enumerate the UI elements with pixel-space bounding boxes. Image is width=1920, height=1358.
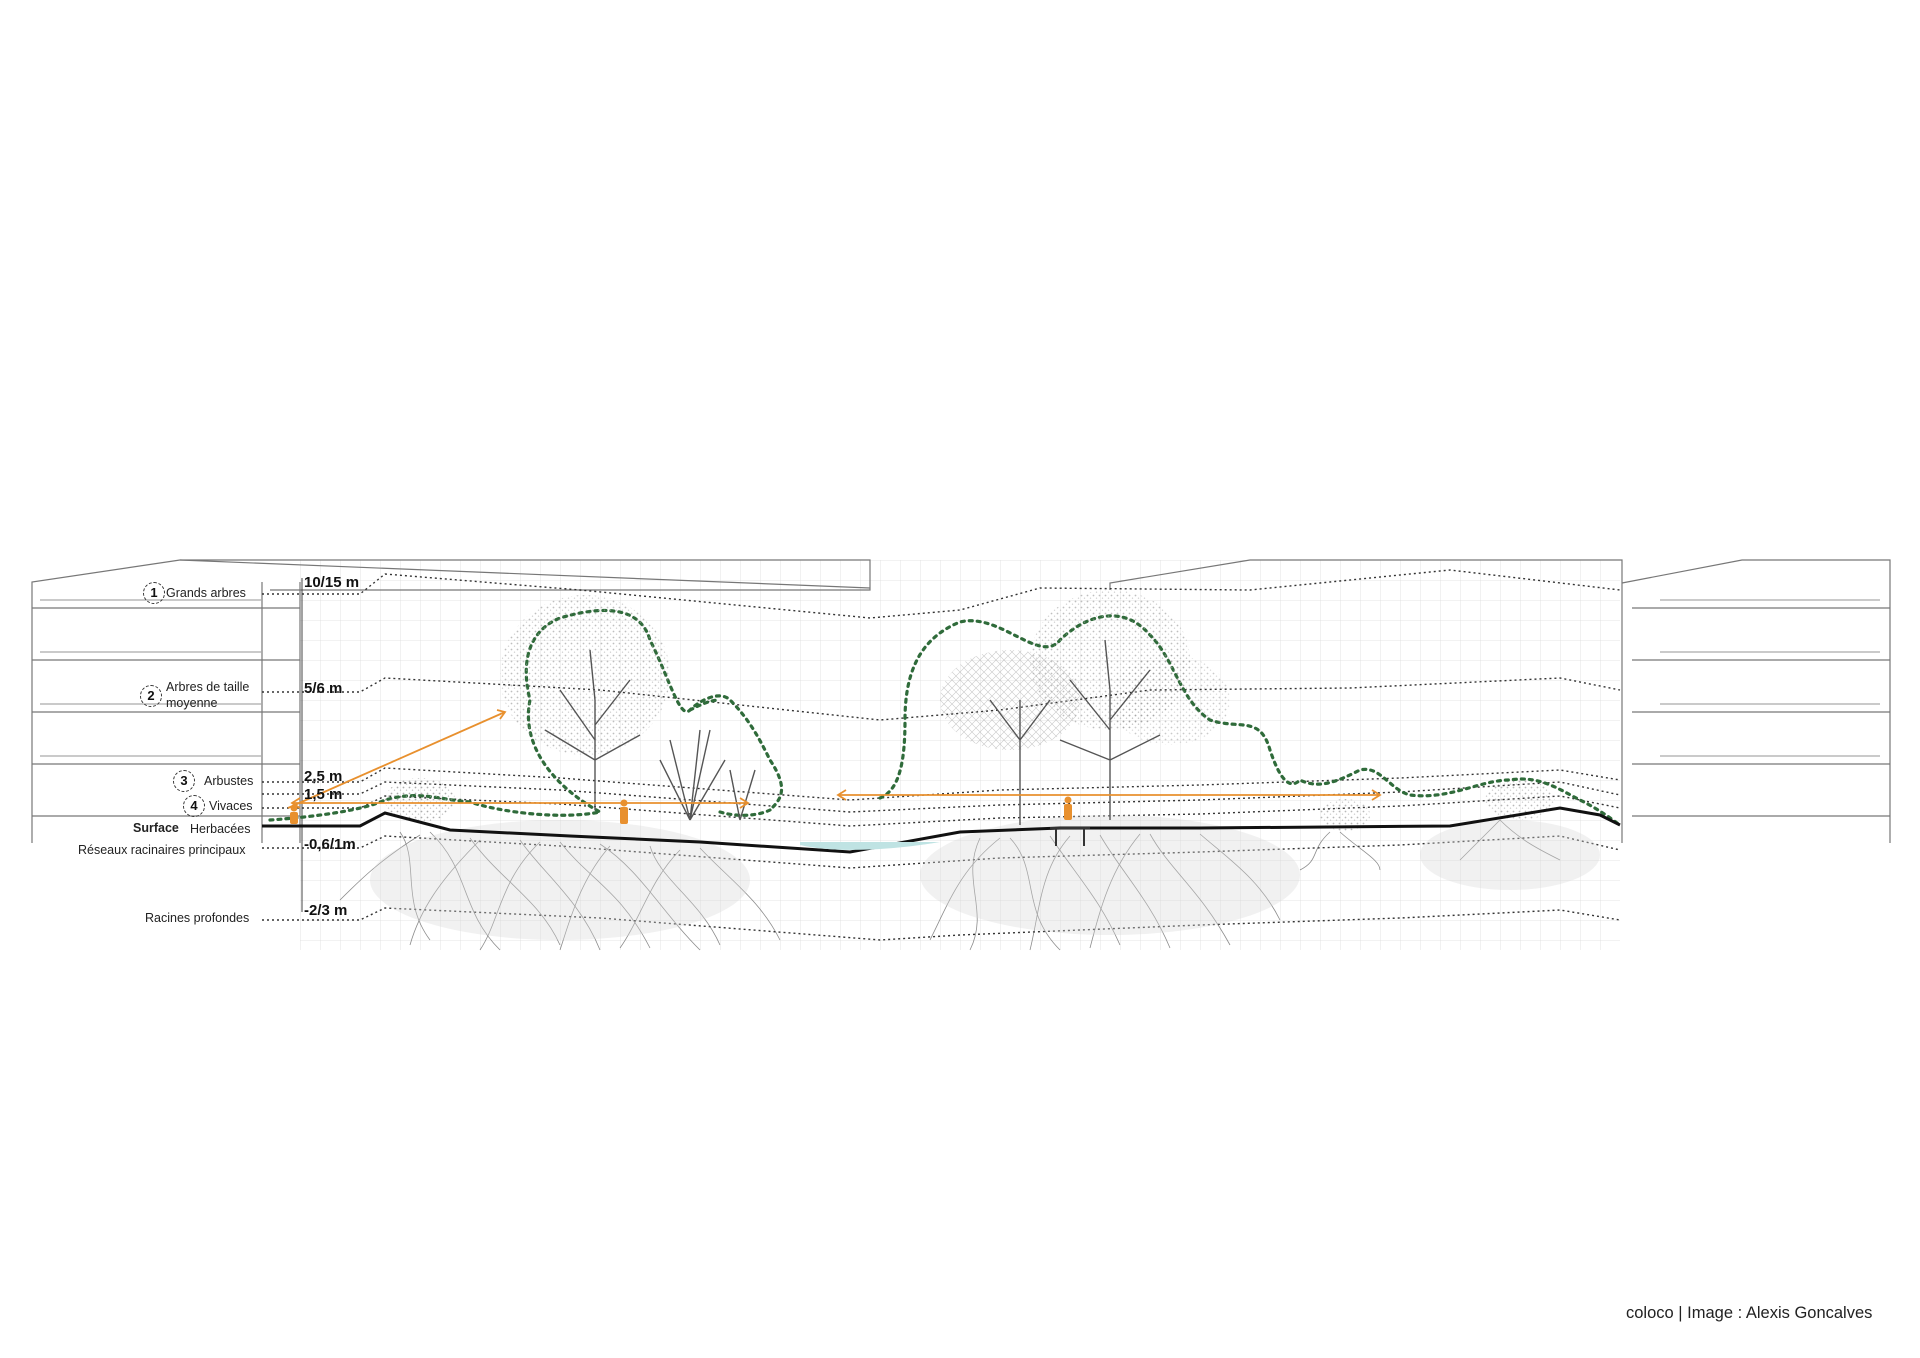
bench-icon — [1050, 827, 1090, 846]
level-label-2-line1: Arbres de taille — [166, 680, 250, 694]
tree-trunks — [544, 639, 1161, 825]
surface-label: Surface — [133, 821, 179, 835]
level-label-2-line2: moyenne — [166, 696, 218, 710]
circulation-arrows — [287, 709, 1382, 809]
level-label-4: Vivaces — [209, 799, 253, 813]
roots-depth-1: -0,6/1m — [304, 836, 356, 853]
root-systems — [339, 819, 1561, 951]
surface-sublabel: Herbacées — [190, 822, 251, 836]
water-body — [800, 842, 940, 850]
level-height-1: 10/15 m — [304, 574, 360, 591]
roots-label-1: Réseaux racinaires principaux — [78, 843, 246, 857]
root-shading — [370, 815, 1600, 940]
level-number-4: 4 — [183, 795, 205, 817]
level-label-1: Grands arbres — [166, 586, 246, 600]
level-height-2: 5/6 m — [304, 680, 343, 697]
tree-canopies — [385, 590, 1555, 831]
level-number-1: 1 — [143, 582, 165, 604]
level-number-2: 2 — [140, 685, 162, 707]
people-icons — [290, 796, 1072, 824]
level-height-3: 2,5 m — [304, 768, 343, 785]
image-credit: coloco | Image : Alexis Goncalves — [1626, 1304, 1873, 1322]
roots-depth-2: -2/3 m — [304, 902, 348, 919]
level-number-3: 3 — [173, 770, 195, 792]
level-label-3: Arbustes — [204, 774, 254, 788]
right-building — [1109, 559, 1891, 843]
roots-label-2: Racines profondes — [145, 911, 250, 925]
level-lines — [262, 569, 1621, 941]
level-height-4: 1,5 m — [304, 786, 343, 803]
